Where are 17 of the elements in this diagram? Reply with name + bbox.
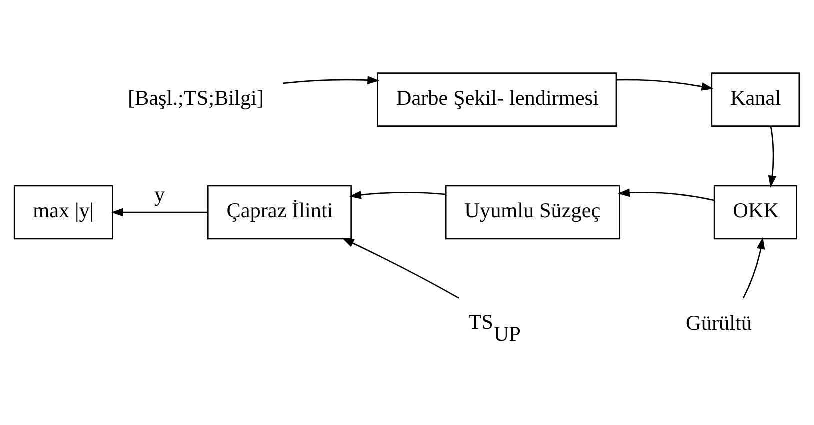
arrow: [342, 238, 460, 299]
node-box: Kanal: [711, 72, 800, 127]
edge-label: y: [154, 182, 166, 207]
arrow: [616, 79, 714, 91]
arrow: [742, 237, 766, 299]
node-box: Darbe Şekil- lendirmesi: [377, 72, 618, 127]
node-box: OKK: [714, 185, 798, 240]
node-box: max |y|: [14, 185, 114, 240]
arrow: [283, 76, 380, 84]
arrow: [111, 208, 208, 217]
node-text: [Başl.;TS;Bilgi]: [128, 86, 264, 110]
node-text: Gürültü: [686, 311, 752, 336]
node-box: Uyumlu Süzgeç: [445, 185, 620, 240]
arrow: [349, 190, 446, 200]
arrow: [618, 188, 714, 202]
node-box: Çapraz İlinti: [207, 185, 352, 240]
arrow: [768, 126, 777, 188]
